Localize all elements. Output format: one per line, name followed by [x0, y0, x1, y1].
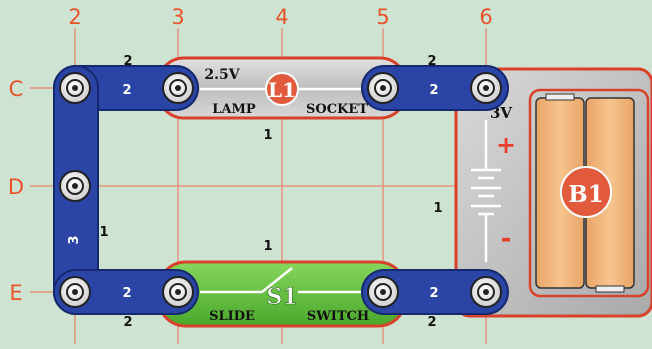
snap-c5 [367, 72, 399, 104]
lamp-level: 1 [263, 128, 272, 143]
column-label-3: 3 [171, 5, 184, 29]
snap-connectors [59, 72, 502, 308]
snap-e2 [59, 276, 91, 308]
battery-holder-b1: B1 3V + - 1 [433, 67, 652, 318]
switch-label-left: SLIDE [209, 309, 255, 324]
battery-symbol [471, 120, 501, 262]
lamp-name: L1 [268, 78, 296, 102]
battery-name: B1 [568, 181, 603, 208]
wire-top-right [361, 65, 509, 111]
row-labels: C D E [8, 77, 24, 305]
switch-name: S1 [266, 284, 297, 310]
battery-plus: + [496, 131, 516, 159]
wire-bottom-right-size: 2 [429, 286, 438, 301]
lamp-badge [265, 72, 299, 106]
snap-wires: 2 2 2 2 3 1 2 2 2 2 [53, 54, 509, 330]
wire-left-size: 3 [67, 235, 82, 244]
wire-bottom-left-level: 2 [123, 315, 132, 330]
wire-top-left-size: 2 [122, 83, 131, 98]
row-label-d: D [8, 175, 24, 199]
wire-left-level: 1 [99, 225, 108, 240]
wire-top-left-level: 2 [123, 54, 132, 69]
snap-e5 [367, 276, 399, 308]
column-label-5: 5 [376, 5, 389, 29]
wire-bottom-right-level: 2 [427, 315, 436, 330]
row-label-c: C [9, 77, 24, 101]
battery-level: 1 [433, 201, 442, 216]
wire-bottom-left-size: 2 [122, 286, 131, 301]
wire-top-right-size: 2 [429, 83, 438, 98]
column-label-2: 2 [68, 5, 81, 29]
snap-d2 [59, 170, 91, 202]
lamp-label-right: SOCKET [306, 102, 368, 117]
wire-bottom-right [361, 269, 509, 315]
column-label-6: 6 [479, 5, 492, 29]
lamp-label-left: LAMP [212, 102, 256, 117]
row-label-e: E [9, 281, 22, 305]
column-label-4: 4 [275, 5, 288, 29]
snap-e3 [162, 276, 194, 308]
snap-c3 [162, 72, 194, 104]
battery-minus: - [501, 224, 512, 254]
snap-c6 [470, 72, 502, 104]
battery-badge [560, 166, 612, 218]
wire-bottom-left [53, 269, 199, 315]
switch-label-right: SWITCH [307, 309, 369, 324]
switch-level: 1 [263, 239, 272, 254]
wire-top-right-level: 2 [427, 54, 436, 69]
lamp-voltage: 2.5V [204, 67, 240, 83]
snap-c2 [59, 72, 91, 104]
column-labels: 2 3 4 5 6 [68, 5, 492, 29]
snap-e6 [470, 276, 502, 308]
